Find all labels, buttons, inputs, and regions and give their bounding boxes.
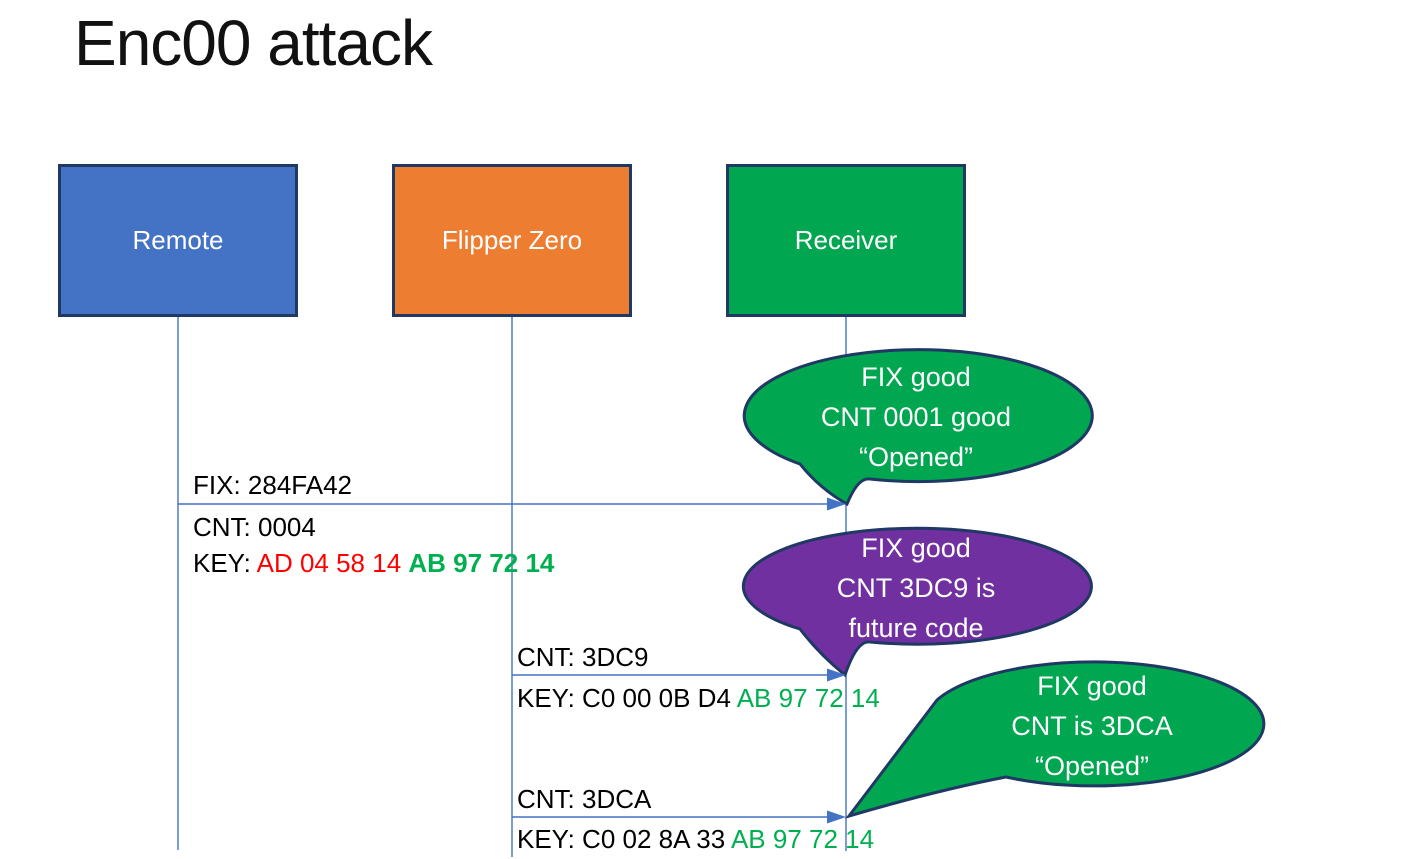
message-3-arrowhead (827, 810, 846, 824)
callout-bubble-opened-1 (742, 348, 1094, 507)
callout-1-line-3: “Opened” (858, 442, 974, 472)
message-1-arrowhead (827, 497, 846, 511)
message-1-cnt-label: CNT: 0004 (193, 512, 316, 542)
actor-label-flipper-zero: Flipper Zero (441, 225, 583, 255)
callout-3-line-2: CNT is 3DCA (1011, 711, 1173, 741)
callout-1-text: FIX good CNT 0001 good “Opened” (742, 357, 1090, 477)
actor-box-receiver: Receiver (726, 164, 966, 317)
message-1-fix-label: FIX: 284FA42 (193, 470, 352, 500)
actor-label-receiver: Receiver (794, 225, 898, 255)
callout-bubble-future-code (741, 526, 1093, 678)
actor-box-remote: Remote (58, 164, 298, 317)
callout-3-line-1: FIX good (1037, 671, 1147, 701)
slide-title: Enc00 attack (74, 7, 433, 79)
callout-2-line-1: FIX good (861, 533, 971, 563)
callout-2-line-2: CNT 3DC9 is (836, 573, 996, 603)
callout-1-line-2: CNT 0001 good (820, 402, 1012, 432)
message-1-key-label: KEY: AD 04 58 14 AB 97 72 14 (193, 548, 554, 578)
message-1-key-red-bytes: AD 04 58 14 (256, 548, 409, 578)
callout-bubble-opened-2 (845, 660, 1266, 819)
message-1-key-prefix: KEY: (193, 548, 257, 578)
actor-box-flipper-zero: Flipper Zero (392, 164, 632, 317)
message-3-key-prefix: KEY: C0 02 8A 33 (517, 824, 731, 854)
callout-3-text: FIX good CNT is 3DCA “Opened” (922, 666, 1262, 786)
message-2-cnt-label: CNT: 3DC9 (517, 642, 649, 672)
callout-2-text: FIX good CNT 3DC9 is future code (742, 528, 1090, 648)
message-3-cnt-label: CNT: 3DCA (517, 784, 652, 814)
message-2-key-green-bytes: AB 97 72 14 (736, 683, 880, 713)
callout-1-line-1: FIX good (861, 362, 971, 392)
callout-3-line-3: “Opened” (1034, 751, 1150, 781)
callout-2-line-3: future code (848, 613, 984, 643)
message-2-arrowhead (827, 668, 846, 682)
message-3-key-green-bytes: AB 97 72 14 (730, 824, 875, 854)
message-2-key-label: KEY: C0 00 0B D4 AB 97 72 14 (517, 683, 880, 713)
message-2-key-prefix: KEY: C0 00 0B D4 (517, 683, 737, 713)
actor-label-remote: Remote (132, 225, 224, 255)
message-1-key-green-bytes: AB 97 72 14 (408, 548, 555, 578)
message-3-key-label: KEY: C0 02 8A 33 AB 97 72 14 (517, 824, 874, 854)
